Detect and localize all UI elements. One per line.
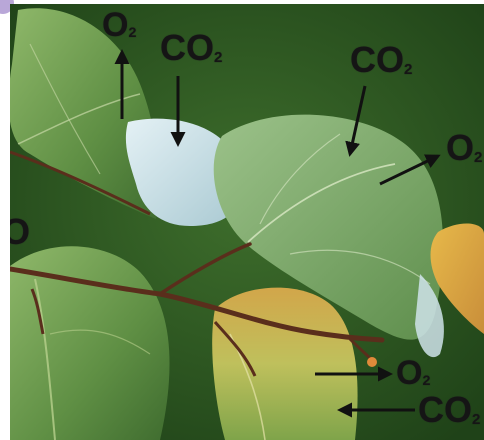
label-o2-bottom: O2 [396, 356, 430, 390]
label-co2-top: CO2 [160, 30, 222, 66]
label-co2-right: CO2 [350, 42, 412, 78]
label-o2-right: O2 [446, 130, 482, 166]
label-o2-top: O2 [102, 8, 136, 42]
photo-frame: O2 CO2 CO2 O2 O O2 CO2 [10, 4, 484, 440]
label-co2-bottom: CO2 [418, 392, 480, 428]
label-o-left: O [10, 214, 30, 250]
leaf-bottom-yellow [212, 288, 357, 440]
